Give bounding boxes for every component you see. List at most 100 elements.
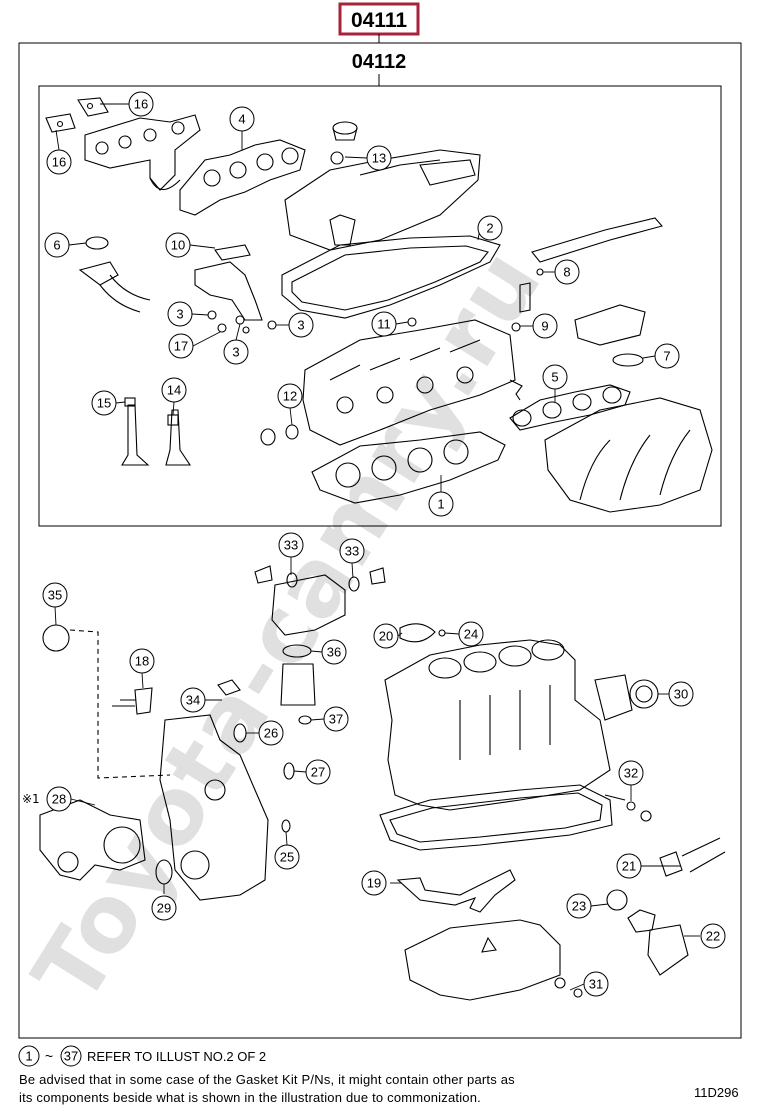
callout-3a[interactable]: 3: [167, 301, 193, 327]
callout-5[interactable]: 5: [542, 364, 568, 390]
callout-13[interactable]: 13: [366, 145, 392, 171]
callout-33b[interactable]: 33: [339, 538, 365, 564]
svg-text:1: 1: [437, 497, 444, 512]
callout-24[interactable]: 24: [458, 621, 484, 647]
callout-8[interactable]: 8: [554, 259, 580, 285]
callout-30[interactable]: 30: [668, 681, 694, 707]
top-code-box[interactable]: [338, 2, 420, 36]
svg-text:19: 19: [367, 876, 381, 891]
svg-text:13: 13: [372, 151, 386, 166]
svg-text:33: 33: [284, 538, 298, 553]
callout-25[interactable]: 25: [274, 844, 300, 870]
svg-text:25: 25: [280, 850, 294, 865]
svg-text:17: 17: [174, 339, 188, 354]
svg-text:30: 30: [674, 687, 688, 702]
callout-15[interactable]: 15: [91, 390, 117, 416]
svg-text:3: 3: [297, 318, 304, 333]
svg-text:8: 8: [563, 265, 570, 280]
svg-text:21: 21: [622, 859, 636, 874]
range-tilde: ~: [45, 1048, 53, 1064]
svg-text:31: 31: [589, 977, 603, 992]
svg-text:3: 3: [232, 345, 239, 360]
callout-19[interactable]: 19: [361, 870, 387, 896]
svg-text:6: 6: [53, 238, 60, 253]
footer-range: 1 ~ 37: [18, 1045, 82, 1067]
svg-text:26: 26: [264, 726, 278, 741]
callout-12[interactable]: 12: [277, 383, 303, 409]
callout-31[interactable]: 31: [583, 971, 609, 997]
callout-20[interactable]: 20: [373, 623, 399, 649]
callout-3b[interactable]: 3: [288, 312, 314, 338]
svg-text:22: 22: [706, 929, 720, 944]
callout-26[interactable]: 26: [258, 720, 284, 746]
callout-22[interactable]: 22: [700, 923, 726, 949]
inner-frame: [38, 85, 722, 527]
upper-callouts: 16 16 4 13 6 10 2 8 9 3 3 17 3 11 7 5 15…: [44, 91, 680, 517]
svg-text:2: 2: [486, 221, 493, 236]
lower-callouts: 33 33 35 20 24 18 36 30 34 37 26 27 32 2…: [42, 532, 726, 997]
note-line-1: Be advised that in some case of the Gask…: [19, 1072, 515, 1087]
svg-text:5: 5: [551, 370, 558, 385]
callout-1[interactable]: 1: [428, 491, 454, 517]
callout-16b[interactable]: 16: [46, 149, 72, 175]
svg-text:32: 32: [624, 766, 638, 781]
callout-16a[interactable]: 16: [128, 91, 154, 117]
svg-text:34: 34: [186, 693, 200, 708]
range-from-circle: [18, 1045, 40, 1067]
svg-text:37: 37: [329, 712, 343, 727]
callout-23[interactable]: 23: [566, 893, 592, 919]
callout-35[interactable]: 35: [42, 582, 68, 608]
svg-text:18: 18: [135, 654, 149, 669]
callout-2[interactable]: 2: [477, 215, 503, 241]
note-line-2: its components beside what is shown in t…: [19, 1090, 481, 1105]
callout-4[interactable]: 4: [229, 106, 255, 132]
callout-21[interactable]: 21: [616, 853, 642, 879]
svg-text:33: 33: [345, 544, 359, 559]
svg-text:20: 20: [379, 629, 393, 644]
callout-6[interactable]: 6: [44, 232, 70, 258]
callout-37[interactable]: 37: [323, 706, 349, 732]
svg-text:15: 15: [97, 396, 111, 411]
outer-frame: [18, 42, 742, 1039]
svg-text:23: 23: [572, 899, 586, 914]
callout-27[interactable]: 27: [305, 759, 331, 785]
callout-34[interactable]: 34: [180, 687, 206, 713]
svg-text:29: 29: [157, 901, 171, 916]
callout-14[interactable]: 14: [161, 377, 187, 403]
svg-text:24: 24: [464, 627, 478, 642]
svg-text:7: 7: [663, 349, 670, 364]
range-text: REFER TO ILLUST NO.2 OF 2: [87, 1049, 267, 1064]
callout-17[interactable]: 17: [168, 333, 194, 359]
svg-text:36: 36: [327, 645, 341, 660]
lower-parts-drawing: [39, 565, 726, 1001]
figure-id: 11D296: [694, 1085, 739, 1100]
svg-text:16: 16: [134, 97, 148, 112]
top-code[interactable]: 04111: [351, 9, 407, 32]
svg-text:16: 16: [52, 155, 66, 170]
callout-10[interactable]: 10: [165, 232, 191, 258]
svg-text:12: 12: [283, 389, 297, 404]
svg-text:9: 9: [541, 319, 548, 334]
callout-29[interactable]: 29: [151, 895, 177, 921]
svg-text:10: 10: [171, 238, 185, 253]
callout-32[interactable]: 32: [618, 760, 644, 786]
callout-36[interactable]: 36: [321, 639, 347, 665]
callout-11[interactable]: 11: [371, 311, 397, 337]
svg-text:4: 4: [238, 112, 245, 127]
callout-3c[interactable]: 3: [223, 339, 249, 365]
svg-text:28: 28: [52, 792, 66, 807]
sub-code[interactable]: 04112: [352, 51, 407, 73]
range-to: 37: [64, 1049, 78, 1064]
callout-28[interactable]: 28: [46, 786, 72, 812]
callout-9[interactable]: 9: [532, 313, 558, 339]
svg-text:35: 35: [48, 588, 62, 603]
svg-text:3: 3: [176, 307, 183, 322]
callout-7[interactable]: 7: [654, 343, 680, 369]
callout-33a[interactable]: 33: [278, 532, 304, 558]
callout-18[interactable]: 18: [129, 648, 155, 674]
callout-leaders: [54, 103, 700, 991]
range-to-circle: [60, 1045, 82, 1067]
side-mark: ※1: [22, 792, 40, 806]
svg-text:11: 11: [377, 317, 391, 332]
